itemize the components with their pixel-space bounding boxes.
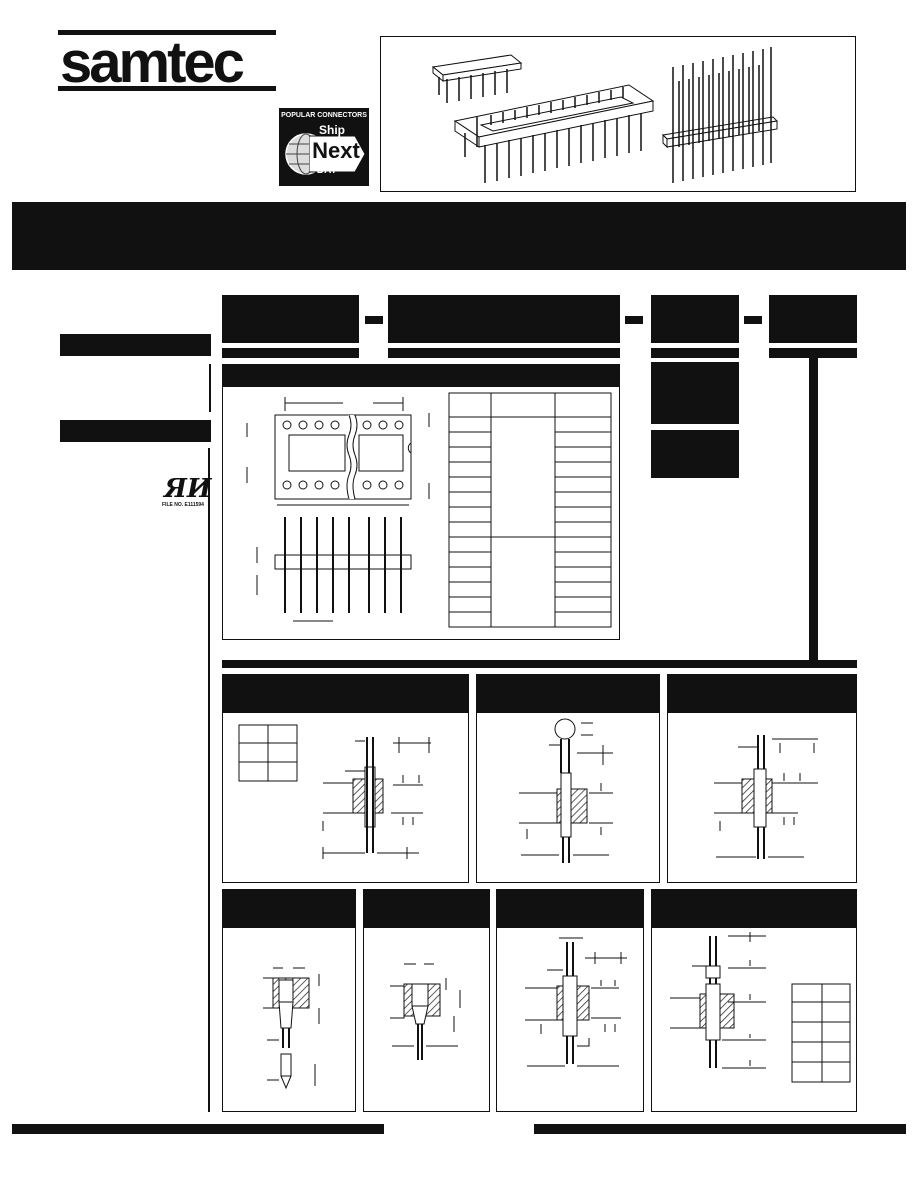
dash-1: [365, 316, 383, 324]
tail-panel-1-header: [223, 675, 468, 713]
socket-dimension-drawing: [246, 392, 612, 628]
tail-option-panel-4: [222, 889, 356, 1112]
tail-panel-3-header: [668, 675, 856, 713]
tail-option-panel-1: [222, 674, 469, 883]
large-socket-image: [453, 84, 655, 183]
tail-option-panel-6: [496, 889, 644, 1112]
tail-drawing-2: [519, 718, 613, 863]
tail-drawing-3: [714, 735, 818, 859]
part-code-box-4: [769, 295, 857, 343]
badge-line-next: Next: [312, 138, 360, 163]
option-box-a: [651, 362, 739, 424]
ul-certification-icon: ЯИ FILE NO. E111594: [160, 474, 212, 512]
left-heading-bar-1: [60, 334, 211, 356]
part-code-box-4-underline: [769, 348, 857, 358]
tail-drawing-1: [238, 724, 431, 859]
badge-line-ship: Ship: [319, 123, 345, 137]
part-code-box-2-underline: [388, 348, 620, 358]
badge-line-popular: POPULAR CONNECTORS: [281, 112, 367, 119]
pin-strip-image: [661, 47, 779, 183]
tail-drawing-4: [263, 967, 320, 1090]
tail-option-panel-7: [651, 889, 857, 1112]
dash-2: [625, 316, 643, 324]
tail-drawing-6: [525, 937, 627, 1067]
dimension-panel-header: [223, 365, 619, 387]
tail-panel-6-header: [497, 890, 643, 928]
tail-drawing-5: [390, 963, 461, 1060]
tail-drawing-7: [670, 932, 851, 1083]
dimension-table: [448, 392, 612, 628]
tail-panel-2-header: [477, 675, 659, 713]
tail-option-panel-2: [476, 674, 660, 883]
arrow-icon: [309, 128, 367, 178]
logo-text: samtec: [60, 30, 244, 94]
tail-option-panel-3: [667, 674, 857, 883]
part-code-box-3-underline: [651, 348, 739, 358]
part-code-box-1: [222, 295, 359, 343]
connector-line-horizontal: [222, 660, 857, 668]
ship-next-day-badge: POPULAR CONNECTORS Ship Next DAY: [279, 108, 369, 186]
small-socket-image: [431, 54, 523, 103]
samtec-logo: samtec: [58, 26, 278, 94]
tail-option-panel-5: [363, 889, 490, 1112]
footer-bar-right: [534, 1124, 906, 1134]
footer-bar-left: [12, 1124, 384, 1134]
option-box-b: [651, 430, 739, 478]
tail-panel-4-header: [223, 890, 355, 928]
connector-line-vertical: [809, 358, 818, 662]
title-banner: [12, 202, 906, 270]
part-code-box-3: [651, 295, 739, 343]
part-code-box-2: [388, 295, 620, 343]
left-divider-1: [209, 364, 211, 412]
tail-panel-7-header: [652, 890, 856, 928]
tail-panel-5-header: [364, 890, 489, 928]
left-heading-bar-2: [60, 420, 211, 442]
left-divider-2: [208, 448, 210, 1112]
dash-3: [744, 316, 762, 324]
badge-line-day: DAY: [316, 165, 338, 176]
part-code-box-1-underline: [222, 348, 359, 358]
ul-file-number: FILE NO. E111594: [162, 502, 204, 508]
product-illustration-panel: [380, 36, 856, 192]
dimension-drawing-panel: [222, 364, 620, 640]
ul-mark-text: ЯИ: [164, 474, 212, 504]
